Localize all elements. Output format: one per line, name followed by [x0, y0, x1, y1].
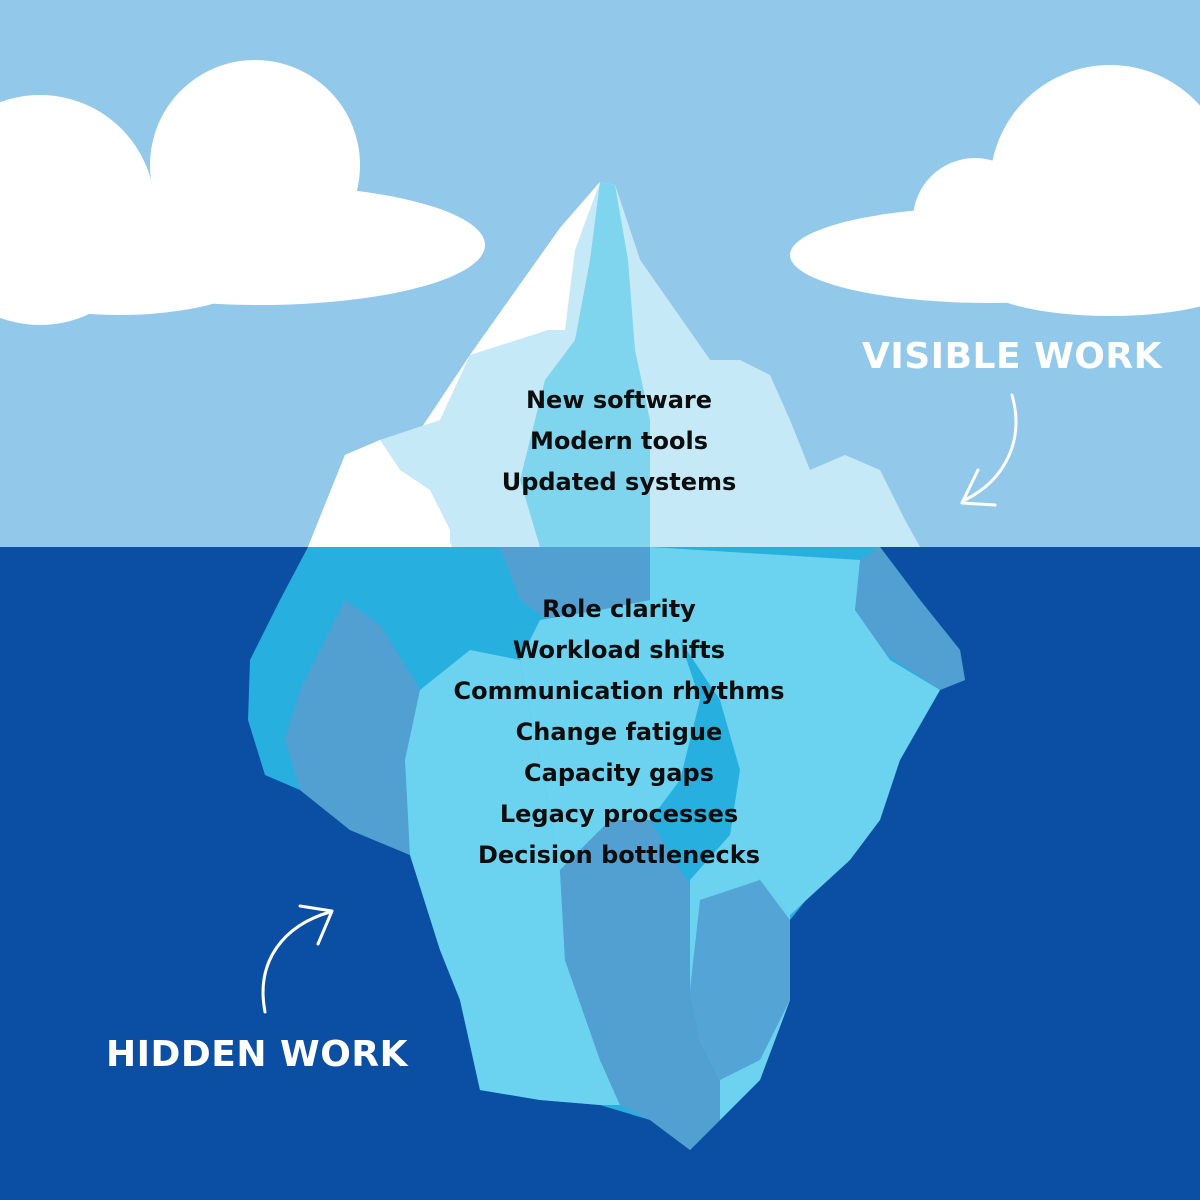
iceberg-base [248, 547, 965, 1150]
visible-work-item: Modern tools [529, 427, 709, 455]
hidden-work-item: Decision bottlenecks [477, 841, 761, 869]
hidden-work-item: Capacity gaps [524, 759, 714, 787]
iceberg-tip [308, 182, 920, 547]
hidden-work-item: Change fatigue [515, 718, 723, 746]
visible-work-item: Updated systems [501, 468, 737, 496]
hidden-arrow-icon [261, 910, 332, 1014]
hidden-arrowhead-icon [298, 904, 334, 946]
visible-work-item: New software [525, 386, 713, 414]
visible-arrowhead-icon [960, 468, 997, 507]
visible-arrow-icon [963, 393, 1018, 502]
hidden-work-item: Workload shifts [512, 636, 726, 664]
left-cloud [0, 60, 485, 325]
hidden-work-item: Legacy processes [499, 800, 739, 828]
visible-work-label: VISIBLE WORK [862, 336, 1163, 377]
hidden-work-item: Communication rhythms [453, 677, 785, 705]
hidden-work-item: Role clarity [542, 595, 696, 623]
hidden-work-label: HIDDEN WORK [106, 1034, 408, 1075]
right-cloud [790, 65, 1200, 316]
